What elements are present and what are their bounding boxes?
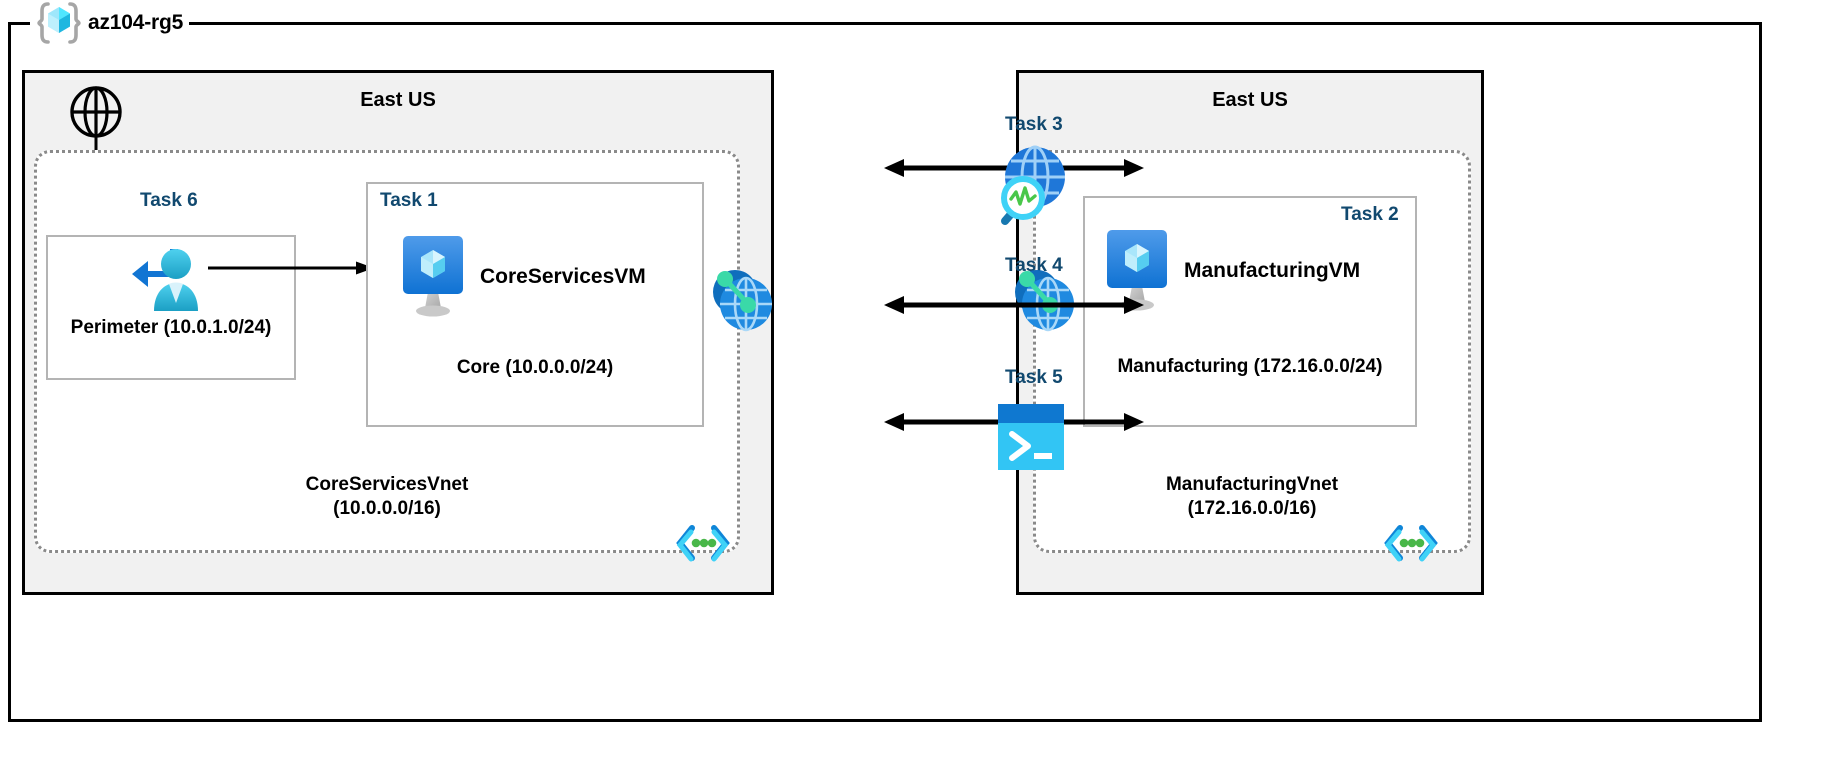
subnet-core-name: Core (456, 357, 501, 378)
resource-group-title: az104-rg5 (30, 2, 190, 44)
cloud-shell-icon (998, 404, 1064, 470)
task-label-task6: Task 6 (140, 190, 198, 211)
subnet-brackets-icon (1384, 524, 1438, 562)
region-title-left: East US (360, 89, 436, 111)
network-watcher-icon (985, 143, 1071, 229)
subnet-core-cidr: (10.0.0.0/24) (505, 357, 614, 378)
subnet-perimeter-cidr: (10.0.1.0/24) (163, 317, 272, 338)
subnet-core-caption: Core (10.0.0.0/24) (366, 356, 704, 380)
task-label-task4: Task 4 (1005, 255, 1063, 276)
virtual-machine-icon (400, 234, 466, 320)
perimeter-to-core-arrow (208, 258, 378, 278)
subnet-manufacturing-cidr: (172.16.0.0/24) (1253, 356, 1383, 377)
subnet-manufacturing-caption: Manufacturing (172.16.0.0/24) (1083, 355, 1417, 379)
vm-manufacturingvm-label: ManufacturingVM (1184, 259, 1361, 282)
vm-coreservicesvm-label: CoreServicesVM (480, 265, 646, 288)
vnet-manufacturingvnet-name: ManufacturingVnet (1165, 474, 1339, 495)
vnet-coreservicesvnet-cidr: (10.0.0.0/16) (333, 497, 441, 519)
subnet-perimeter-name: Perimeter (70, 317, 159, 338)
region-title-right: East US (1212, 89, 1288, 111)
subnet-brackets-icon (676, 524, 730, 562)
vnet-manufacturingvnet-cidr: (172.16.0.0/16) (1187, 497, 1317, 519)
vnet-manufacturingvnet-caption: ManufacturingVnet (172.16.0.0/16) (1033, 473, 1471, 521)
task-label-task3: Task 3 (1005, 114, 1063, 135)
vm-coreservicesvm: CoreServicesVM (400, 234, 646, 320)
task4-connector-arrow (884, 292, 1144, 318)
bastion-user-icon (128, 245, 212, 315)
task-label-task2: Task 2 (1341, 204, 1399, 225)
vnet-coreservicesvnet-name: CoreServicesVnet (305, 474, 469, 495)
subnet-perimeter-caption: Perimeter (10.0.1.0/24) (46, 316, 296, 340)
vnet-peering-icon (708, 262, 776, 338)
virtual-machine-icon (1104, 228, 1170, 314)
subnet-core (366, 182, 704, 427)
resource-group-name: az104-rg5 (88, 11, 184, 34)
vnet-coreservicesvnet-caption: CoreServicesVnet (10.0.0.0/16) (34, 473, 740, 521)
subnet-manufacturing-name: Manufacturing (1117, 356, 1249, 377)
globe-icon (68, 84, 124, 140)
task-label-task1: Task 1 (380, 190, 438, 211)
vm-manufacturingvm: ManufacturingVM (1104, 228, 1360, 314)
task-label-task5: Task 5 (1005, 367, 1063, 388)
resource-group-cube-icon (36, 1, 82, 45)
